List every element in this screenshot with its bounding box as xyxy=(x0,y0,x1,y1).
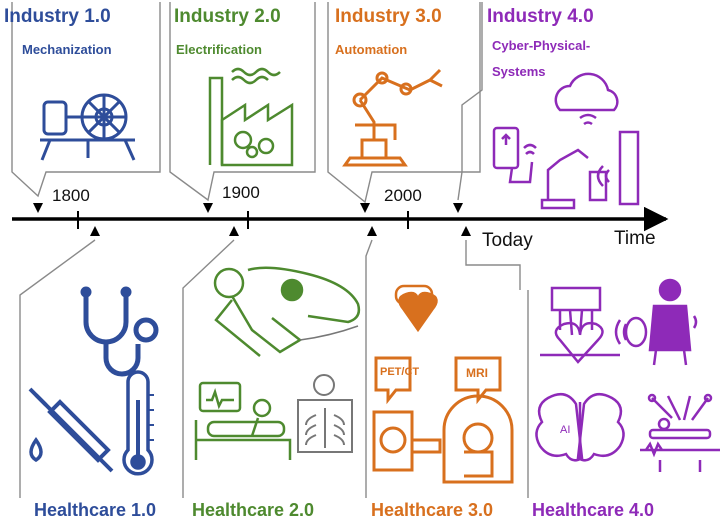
healthcare-3-title: Healthcare 3.0 xyxy=(371,500,494,520)
ai-label: AI xyxy=(560,424,571,436)
industry-1-pointer xyxy=(33,203,43,213)
industry-2-title: Industry 2.0 xyxy=(174,6,281,27)
factory-icon xyxy=(208,67,294,167)
pet-ct-scanner-icon xyxy=(372,356,442,472)
industry-1-callout xyxy=(11,2,161,198)
timeline-axis xyxy=(12,206,669,232)
today-label: Today xyxy=(482,230,533,251)
year-label-2000: 2000 xyxy=(384,186,422,205)
syringe-icon xyxy=(28,387,114,473)
hospital-bed-icon xyxy=(194,381,292,460)
healthcare-3-callout xyxy=(365,239,373,498)
healthcare-1-title: Healthcare 1.0 xyxy=(34,500,157,520)
industry-2-callout xyxy=(169,2,316,202)
healthcare-2-callout xyxy=(182,239,235,498)
industry-3-callout xyxy=(327,2,481,204)
industry-4-pointer xyxy=(453,203,463,213)
healthcare-1-callout xyxy=(19,239,96,498)
industry-1-title: Industry 1.0 xyxy=(4,6,111,27)
stethoscope-icon xyxy=(80,286,159,377)
healthcare-2-title: Healthcare 2.0 xyxy=(192,500,315,520)
healthcare-callout-frames xyxy=(19,239,529,498)
year-label-1800: 1800 xyxy=(52,186,90,205)
healthcare-2-pointer xyxy=(229,226,239,236)
pacemaker-heart-icon xyxy=(394,284,438,333)
mri-scanner-icon xyxy=(442,356,514,484)
healthcare-1-pointer xyxy=(90,226,100,236)
healthcare-pointers xyxy=(90,226,471,236)
healthcare-4-callout xyxy=(465,240,529,498)
wearable-person-icon xyxy=(614,278,698,366)
year-label-1900: 1900 xyxy=(222,183,260,202)
spinning-wheel-icon xyxy=(40,93,136,161)
industry-pointers xyxy=(33,203,463,213)
robotic-arm-icon xyxy=(342,68,443,167)
cyber-physical-systems-icon xyxy=(492,72,640,210)
industry-callout-frames xyxy=(11,2,483,204)
heart-sensor-icon xyxy=(540,286,620,364)
industry-2-subtitle: Electrification xyxy=(176,42,262,57)
industry-4-subtitle-line2: Systems xyxy=(492,64,546,79)
healthcare-4-title: Healthcare 4.0 xyxy=(532,500,655,520)
industry-3-subtitle: Automation xyxy=(335,42,408,57)
healthcare-4-pointer xyxy=(461,226,471,236)
industry-3-title: Industry 3.0 xyxy=(335,6,442,27)
industry-4-subtitle-line1: Cyber-Physical- xyxy=(492,38,591,53)
time-axis-label: Time xyxy=(614,228,656,249)
industry-4-title: Industry 4.0 xyxy=(487,6,594,27)
industry-4-callout xyxy=(457,2,483,201)
mri-label: MRI xyxy=(466,366,488,380)
ai-brain-icon xyxy=(535,392,625,462)
healthcare-3-pointer xyxy=(367,226,377,236)
thermometer-icon xyxy=(122,370,154,476)
industry-1-subtitle: Mechanization xyxy=(22,42,112,57)
water-drop-icon xyxy=(29,436,43,463)
industry-2-pointer xyxy=(203,203,213,213)
pet-ct-label: PET/CT xyxy=(380,366,420,378)
industry-3-pointer xyxy=(360,203,370,213)
blood-pressure-cuff-icon xyxy=(213,266,361,357)
robotic-surgery-icon xyxy=(640,393,720,472)
x-ray-chest-icon xyxy=(297,374,353,453)
